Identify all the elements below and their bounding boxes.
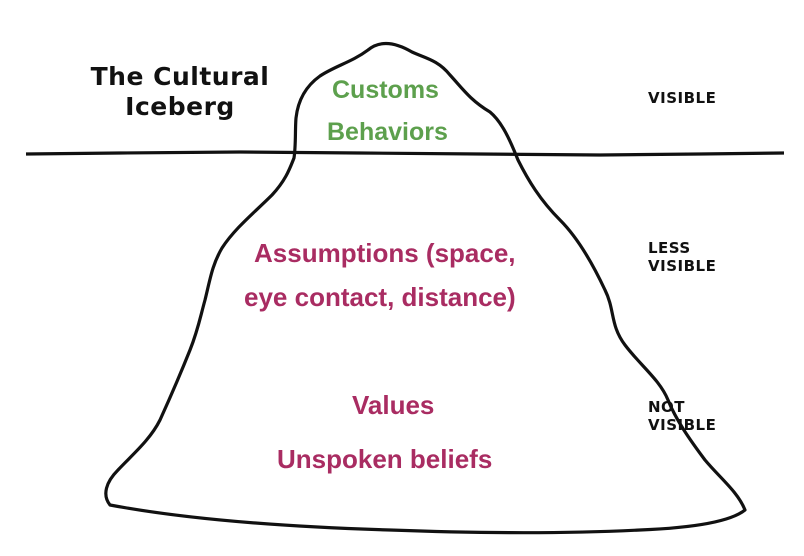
not-visible-line-2: VISIBLE <box>648 416 717 434</box>
assumptions-label-line-2: eye contact, distance) <box>244 282 516 312</box>
behaviors-label: Behaviors <box>327 118 448 146</box>
title-line-2: Iceberg <box>125 92 235 121</box>
less-visible-line-1: LESS <box>648 239 691 257</box>
visible-text: VISIBLE <box>648 89 717 107</box>
not-visible-label: NOT VISIBLE <box>648 398 716 434</box>
diagram-title: The Cultural Iceberg <box>60 62 300 122</box>
customs-label: Customs <box>332 76 439 104</box>
values-label: Values <box>352 390 435 420</box>
not-visible-line-1: NOT <box>648 398 686 416</box>
less-visible-line-2: VISIBLE <box>648 257 717 275</box>
assumptions-label-line-1: Assumptions (space, <box>254 238 516 268</box>
unspoken-beliefs-label: Unspoken beliefs <box>277 444 493 474</box>
less-visible-label: LESS VISIBLE <box>648 239 716 275</box>
visible-label: VISIBLE <box>648 89 716 107</box>
waterline <box>25 150 785 157</box>
title-line-1: The Cultural <box>90 62 270 91</box>
iceberg-outline <box>104 41 747 535</box>
